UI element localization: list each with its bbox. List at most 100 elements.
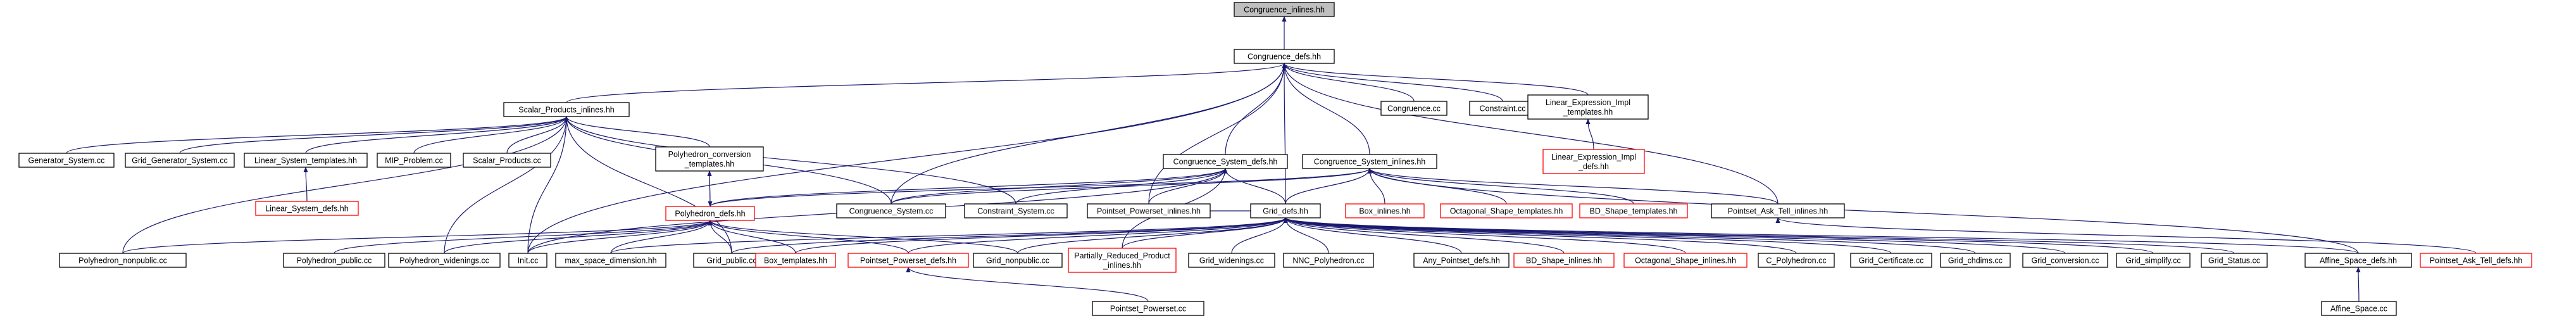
node-label: Linear_System_defs.hh [265, 205, 348, 213]
edge-pointset-ask-tell-defs-hh-to-pointset-ask-tell-inlines-hh [1775, 217, 2477, 254]
edge-constraint-system-cc-to-scalar-products-inlines-hh [564, 116, 1016, 205]
edge-congruence-system-defs-hh-to-congruence-defs-hh [1225, 63, 1287, 155]
node-affine-space-defs-hh[interactable]: Affine_Space_defs.hh [2304, 253, 2412, 268]
node-congruence-cc[interactable]: Congruence.cc [1380, 101, 1447, 116]
node-label: MIP_Problem.cc [385, 156, 443, 165]
node-polyhedron-widenings-cc[interactable]: Polyhedron_widenings.cc [388, 253, 501, 268]
node-polyhedron-public-cc[interactable]: Polyhedron_public.cc [283, 253, 385, 268]
node-pointset-ask-tell-defs-hh[interactable]: Pointset_Ask_Tell_defs.hh [2420, 253, 2532, 268]
node-label: Congruence_System.cc [849, 207, 934, 216]
node-pointset-powerset-inlines-hh[interactable]: Pointset_Powerset_inlines.hh [1087, 203, 1211, 218]
node-box [1234, 2, 1335, 17]
node-partially-reduced-product-inlines-hh[interactable]: Partially_Reduced_Product_inlines.hh [1068, 248, 1177, 273]
node-label: Grid_chdims.cc [1948, 256, 2003, 265]
node-label: _defs.hh [1578, 162, 1609, 171]
edge-congruence-cc-to-congruence-defs-hh [1282, 63, 1415, 102]
node-label: Grid_Status.cc [2208, 256, 2260, 265]
node-box [283, 253, 385, 268]
node-label: BD_Shape_inlines.hh [1526, 256, 1602, 265]
node-box [2201, 253, 2268, 268]
node-octagonal-shape-inlines-hh[interactable]: Octagonal_Shape_inlines.hh [1623, 253, 1748, 268]
node-max-space-dimension-hh[interactable]: max_space_dimension.hh [555, 253, 666, 268]
node-octagonal-shape-templates-hh[interactable]: Octagonal_Shape_templates.hh [1440, 203, 1573, 218]
node-box [1513, 253, 1615, 268]
node-congruence-defs-hh[interactable]: Congruence_defs.hh [1234, 49, 1335, 64]
node-grid-widenings-cc[interactable]: Grid_widenings.cc [1188, 253, 1275, 268]
node-scalar-products-cc[interactable]: Scalar_Products.cc [463, 153, 551, 168]
node-congruence-system-inlines-hh[interactable]: Congruence_System_inlines.hh [1302, 154, 1437, 169]
node-generator-system-cc[interactable]: Generator_System.cc [18, 153, 115, 168]
edge-octagonal-shape-inlines-hh-to-grid-defs-hh [1283, 217, 1686, 254]
edge-congruence-system-inlines-hh-to-congruence-defs-hh [1282, 63, 1370, 155]
edge-congruence-system-cc-to-congruence-system-inlines-hh [891, 168, 1372, 205]
node-scalar-products-inlines-hh[interactable]: Scalar_Products_inlines.hh [503, 102, 630, 117]
edge-mip-problem-cc-to-scalar-products-inlines-hh [413, 116, 569, 154]
edge-polyhedron-widenings-cc-to-scalar-products-inlines-hh [444, 116, 569, 254]
node-label: Congruence_inlines.hh [1244, 6, 1325, 15]
node-linear-system-templates-hh[interactable]: Linear_System_templates.hh [244, 153, 368, 168]
node-label: Grid_simplify.cc [2125, 256, 2180, 265]
node-grid-generator-system-cc[interactable]: Grid_Generator_System.cc [125, 153, 235, 168]
node-polyhedron-defs-hh[interactable]: Polyhedron_defs.hh [665, 206, 755, 221]
edge-pointset-powerset-cc-to-pointset-powerset-defs-hh [906, 267, 1149, 302]
node-init-cc[interactable]: Init.cc [508, 253, 547, 268]
node-c-polyhedron-cc[interactable]: C_Polyhedron.cc [1758, 253, 1835, 268]
node-box [1413, 253, 1510, 268]
node-affine-space-cc[interactable]: Affine_Space.cc [2321, 301, 2397, 316]
node-any-pointset-defs-hh[interactable]: Any_Pointset_defs.hh [1413, 253, 1510, 268]
node-linear-expression-impl-templates-hh[interactable]: Linear_Expression_Impl_templates.hh [1527, 94, 1649, 120]
node-nnc-polyhedron-cc[interactable]: NNC_Polyhedron.cc [1283, 253, 1374, 268]
node-label: Linear_Expression_Impl [1546, 98, 1630, 107]
node-linear-expression-impl-defs-hh[interactable]: Linear_Expression_Impl_defs.hh [1542, 149, 1645, 174]
node-label: Polyhedron_nonpublic.cc [78, 256, 167, 265]
node-box [1345, 203, 1425, 218]
node-label: Constraint_System.cc [977, 207, 1054, 216]
node-constraint-cc[interactable]: Constraint.cc [1469, 101, 1536, 116]
edge-grid-nonpublic-cc-to-grid-defs-hh [1017, 217, 1288, 254]
node-box-inlines-hh[interactable]: Box_inlines.hh [1345, 203, 1425, 218]
node-label: Octagonal_Shape_templates.hh [1450, 207, 1563, 216]
edge-bd-shape-inlines-hh-to-grid-defs-hh [1283, 217, 1565, 254]
node-bd-shape-inlines-hh[interactable]: BD_Shape_inlines.hh [1513, 253, 1615, 268]
node-constraint-system-cc[interactable]: Constraint_System.cc [964, 203, 1068, 218]
node-box [1940, 253, 2011, 268]
node-box-templates-hh[interactable]: Box_templates.hh [755, 253, 836, 268]
node-label: Scalar_Products.cc [473, 156, 541, 165]
edge-pointset-ask-tell-inlines-hh-to-congruence-system-inlines-hh [1367, 168, 1779, 205]
node-grid-status-cc[interactable]: Grid_Status.cc [2201, 253, 2268, 268]
node-bd-shape-templates-hh[interactable]: BD_Shape_templates.hh [1579, 203, 1688, 218]
node-congruence-system-defs-hh[interactable]: Congruence_System_defs.hh [1163, 154, 1288, 169]
node-grid-conversion-cc[interactable]: Grid_conversion.cc [2022, 253, 2108, 268]
node-label: Polyhedron_widenings.cc [399, 256, 489, 265]
node-label: Box_templates.hh [764, 256, 827, 265]
node-grid-simplify-cc[interactable]: Grid_simplify.cc [2116, 253, 2191, 268]
node-polyhedron-conversion-templates-hh[interactable]: Polyhedron_conversion_templates.hh [655, 146, 764, 172]
node-grid-nonpublic-cc[interactable]: Grid_nonpublic.cc [973, 253, 1063, 268]
node-label: Grid_widenings.cc [1199, 256, 1264, 265]
edge-polyhedron-nonpublic-cc-to-scalar-products-inlines-hh [122, 116, 569, 254]
edge-polyhedron-widenings-cc-to-polyhedron-defs-hh [444, 220, 713, 254]
node-box [1527, 94, 1649, 120]
node-grid-public-cc[interactable]: Grid_public.cc [693, 253, 770, 268]
edge-polyhedron-defs-hh-to-congruence-system-defs-hh [710, 168, 1228, 207]
node-polyhedron-nonpublic-cc[interactable]: Polyhedron_nonpublic.cc [59, 253, 187, 268]
node-pointset-ask-tell-inlines-hh[interactable]: Pointset_Ask_Tell_inlines.hh [1711, 203, 1845, 218]
node-grid-chdims-cc[interactable]: Grid_chdims.cc [1940, 253, 2011, 268]
edge-pointset-powerset-defs-hh-to-grid-defs-hh [908, 217, 1288, 254]
node-grid-defs-hh[interactable]: Grid_defs.hh [1250, 203, 1321, 218]
node-label: Octagonal_Shape_inlines.hh [1635, 256, 1736, 265]
node-label: Constraint.cc [1480, 104, 1526, 113]
node-congruence-inlines-hh: Congruence_inlines.hh [1234, 2, 1335, 17]
node-box [1250, 203, 1321, 218]
node-linear-system-defs-hh[interactable]: Linear_System_defs.hh [255, 201, 359, 216]
node-pointset-powerset-cc[interactable]: Pointset_Powerset.cc [1092, 301, 1204, 316]
edge-affine-space-defs-hh-to-grid-defs-hh [1283, 217, 2359, 254]
node-grid-certificate-cc[interactable]: Grid_Certificate.cc [1850, 253, 1932, 268]
edge-grid-certificate-cc-to-grid-defs-hh [1283, 217, 1892, 254]
node-pointset-powerset-defs-hh[interactable]: Pointset_Powerset_defs.hh [847, 253, 969, 268]
node-box [755, 253, 836, 268]
edge-grid-defs-hh-to-congruence-system-inlines-hh [1285, 168, 1372, 205]
node-congruence-system-cc[interactable]: Congruence_System.cc [836, 203, 946, 218]
node-mip-problem-cc[interactable]: MIP_Problem.cc [377, 153, 451, 168]
edge-grid-defs-hh-to-congruence-system-defs-hh [1223, 168, 1286, 205]
